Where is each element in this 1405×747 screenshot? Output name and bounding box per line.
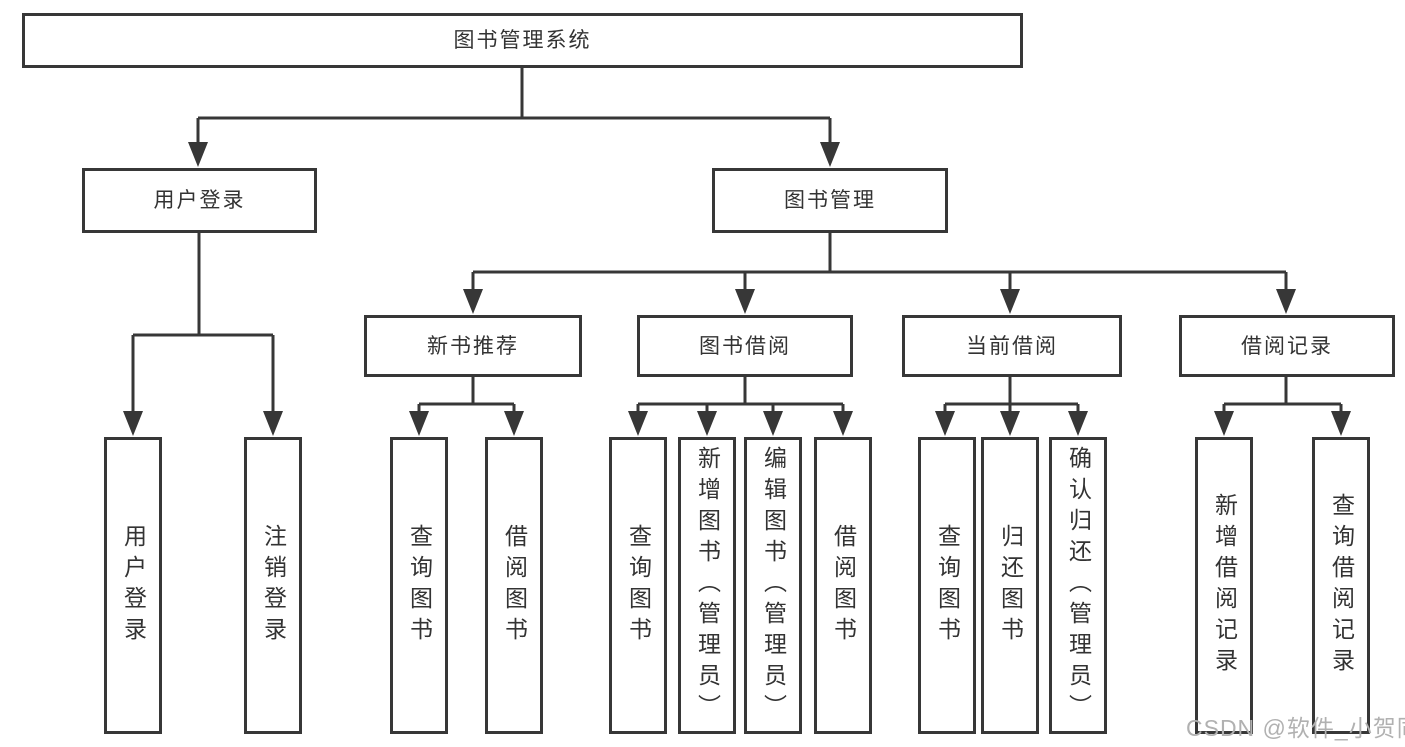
node-leaf-edit-books-admin: 编辑图书（管理员） [744, 437, 802, 734]
node-current-borrowing: 当前借阅 [902, 315, 1122, 377]
node-root-label: 图书管理系统 [453, 29, 592, 52]
node-leaf-query-books-borrow: 查询图书 [609, 437, 667, 734]
node-leaf-query-books-recommend-label: 查询图书 [406, 523, 433, 648]
node-leaf-query-borrow-record: 查询借阅记录 [1312, 437, 1370, 734]
node-leaf-confirm-return-admin-label: 确认归还（管理员） [1065, 446, 1092, 725]
node-borrowing-records: 借阅记录 [1179, 315, 1395, 377]
node-leaf-user-login-label: 用户登录 [120, 523, 147, 648]
node-new-book-recommend: 新书推荐 [364, 315, 582, 377]
node-book-borrowing: 图书借阅 [637, 315, 853, 377]
node-leaf-return-books: 归还图书 [981, 437, 1039, 734]
node-root: 图书管理系统 [22, 13, 1023, 68]
node-leaf-borrow-books: 借阅图书 [814, 437, 872, 734]
node-borrowing-records-label: 借阅记录 [1241, 334, 1333, 358]
node-book-management: 图书管理 [712, 168, 948, 233]
node-leaf-user-login: 用户登录 [104, 437, 162, 734]
node-leaf-borrow-books-recommend: 借阅图书 [485, 437, 543, 734]
node-user-login-label: 用户登录 [153, 189, 246, 212]
arrowhead-icons [123, 142, 1351, 436]
node-book-management-label: 图书管理 [784, 189, 876, 212]
node-leaf-logout: 注销登录 [244, 437, 302, 734]
node-new-book-recommend-label: 新书推荐 [427, 334, 519, 358]
node-leaf-add-borrow-record-label: 新增借阅记录 [1211, 492, 1238, 679]
node-leaf-query-books-current-label: 查询图书 [934, 523, 961, 648]
node-leaf-return-books-label: 归还图书 [997, 523, 1024, 648]
node-leaf-add-books-admin-label: 新增图书（管理员） [694, 446, 721, 725]
node-leaf-query-books-current: 查询图书 [918, 437, 976, 734]
node-user-login: 用户登录 [82, 168, 317, 233]
node-book-borrowing-label: 图书借阅 [699, 334, 791, 358]
node-leaf-logout-label: 注销登录 [260, 523, 287, 648]
node-leaf-borrow-books-recommend-label: 借阅图书 [501, 523, 528, 648]
node-leaf-edit-books-admin-label: 编辑图书（管理员） [760, 446, 787, 725]
node-leaf-add-borrow-record: 新增借阅记录 [1195, 437, 1253, 734]
node-leaf-query-books-borrow-label: 查询图书 [625, 523, 652, 648]
node-leaf-borrow-books-label: 借阅图书 [830, 523, 857, 648]
node-leaf-query-books-recommend: 查询图书 [390, 437, 448, 734]
node-leaf-query-borrow-record-label: 查询借阅记录 [1328, 492, 1355, 679]
node-leaf-confirm-return-admin: 确认归还（管理员） [1049, 437, 1107, 734]
node-leaf-add-books-admin: 新增图书（管理员） [678, 437, 736, 734]
node-current-borrowing-label: 当前借阅 [966, 334, 1058, 358]
